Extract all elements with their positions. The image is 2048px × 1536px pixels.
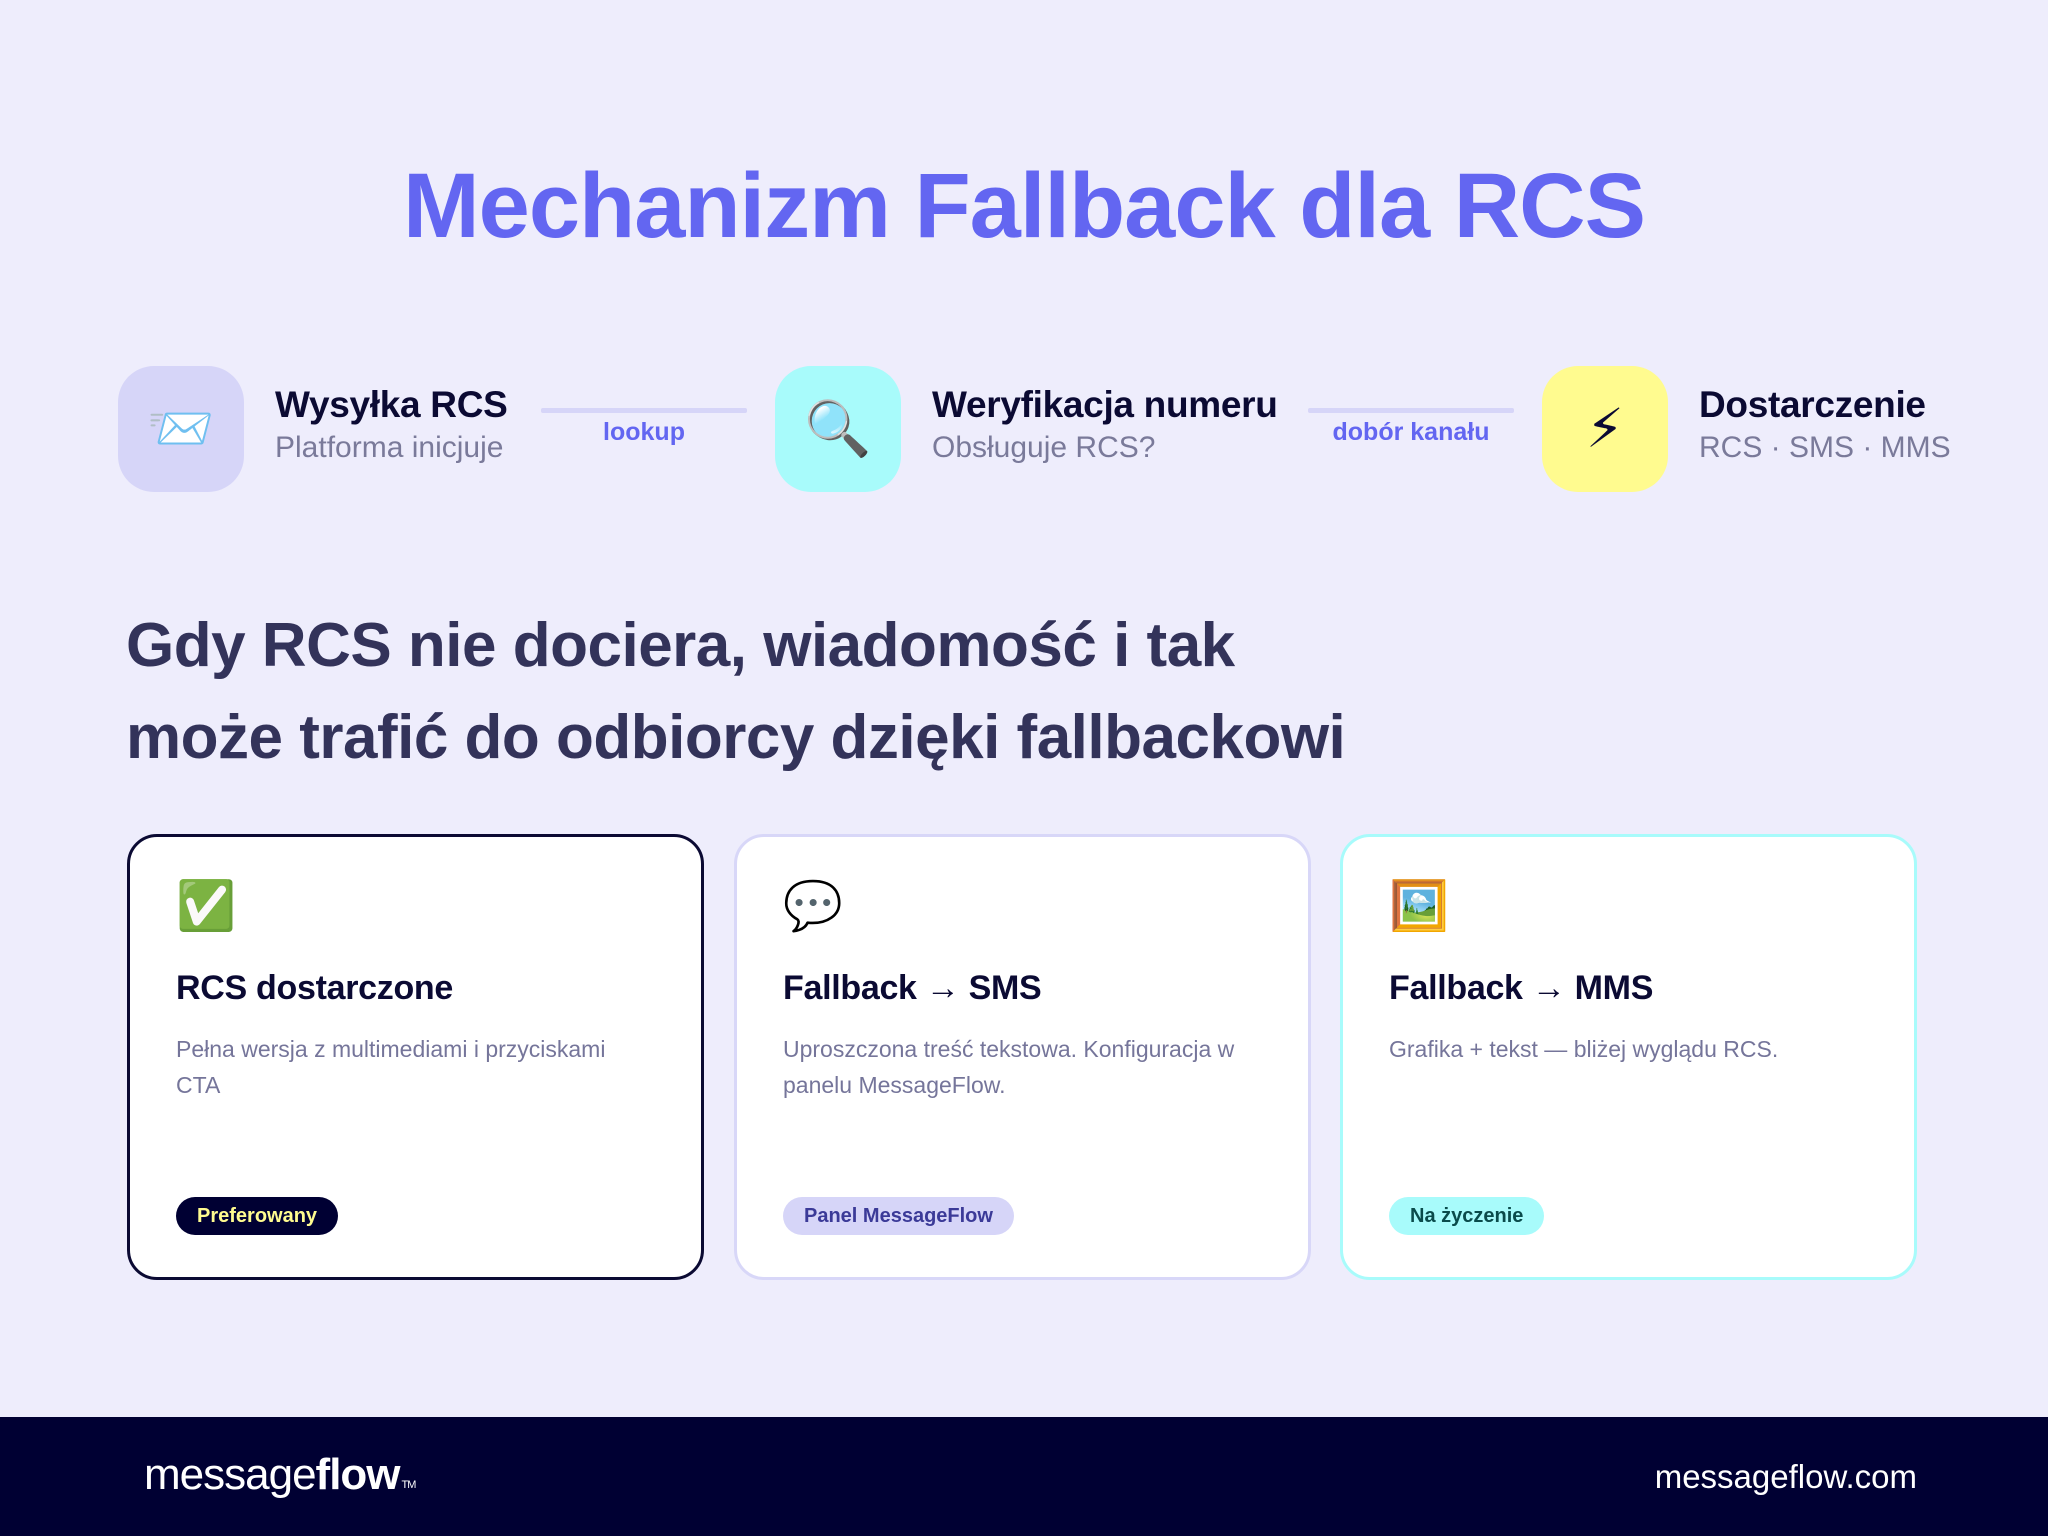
connector-label-lookup: lookup	[603, 418, 685, 446]
step-title: Wysyłka RCS	[275, 384, 508, 425]
check-mark-icon: ✅	[176, 880, 236, 933]
magnifying-glass-icon: 🔍	[804, 399, 872, 459]
card-fallback-sms: 💬 Fallback → SMS Uproszczona treść tekst…	[734, 834, 1311, 1280]
connector-line	[541, 408, 747, 413]
step-subtitle: RCS · SMS · MMS	[1699, 431, 1951, 464]
headline: Gdy RCS nie dociera, wiadomość i tak moż…	[126, 600, 1826, 784]
step-title: Dostarczenie	[1699, 384, 1926, 425]
card-description: Uproszczona treść tekstowa. Konfiguracja…	[783, 1036, 1235, 1098]
website-link[interactable]: messageflow.com	[1654, 1458, 1917, 1495]
headline-line-1: Gdy RCS nie dociera, wiadomość i tak	[126, 611, 1235, 680]
lightning-icon: ⚡	[1586, 399, 1624, 459]
card-title: Fallback → MMS	[1389, 969, 1654, 1007]
framed-picture-icon: 🖼️	[1389, 880, 1449, 933]
step-icon-box-deliver: ⚡	[1542, 366, 1668, 492]
step-subtitle: Obsługuje RCS?	[932, 431, 1156, 464]
card-title: Fallback → SMS	[783, 969, 1042, 1007]
step-subtitle: Platforma inicjuje	[275, 431, 504, 464]
step-verify: Weryfikacja numeru Obsługuje RCS?	[932, 382, 1278, 468]
step-icon-box-send: 📨	[118, 366, 244, 492]
step-icon-box-verify: 🔍	[775, 366, 901, 492]
card-rcs-delivered: ✅ RCS dostarczone Pełna wersja z multime…	[127, 834, 704, 1280]
status-badge: Na życzenie	[1389, 1197, 1545, 1235]
headline-line-2: może trafić do odbiorcy dzięki fallbacko…	[126, 703, 1346, 772]
card-description: Grafika + tekst — bliżej wyglądu RCS.	[1389, 1036, 1779, 1062]
step-deliver: Dostarczenie RCS · SMS · MMS	[1699, 382, 1951, 468]
card-fallback-mms: 🖼️ Fallback → MMS Grafika + tekst — bliż…	[1340, 834, 1917, 1280]
page-title: Mechanizm Fallback dla RCS	[403, 155, 1646, 257]
incoming-envelope-icon: 📨	[147, 399, 215, 459]
connector-label-channel: dobór kanału	[1332, 418, 1490, 446]
step-title: Weryfikacja numeru	[932, 384, 1278, 425]
speech-bubble-icon: 💬	[783, 880, 843, 933]
connector-line	[1308, 408, 1514, 413]
card-title: RCS dostarczone	[176, 969, 453, 1007]
status-badge: Preferowany	[176, 1197, 339, 1235]
card-description: Pełna wersja z multimediami i przyciskam…	[176, 1036, 606, 1098]
step-send: Wysyłka RCS Platforma inicjuje	[275, 382, 508, 468]
status-badge: Panel MessageFlow	[783, 1197, 1014, 1235]
